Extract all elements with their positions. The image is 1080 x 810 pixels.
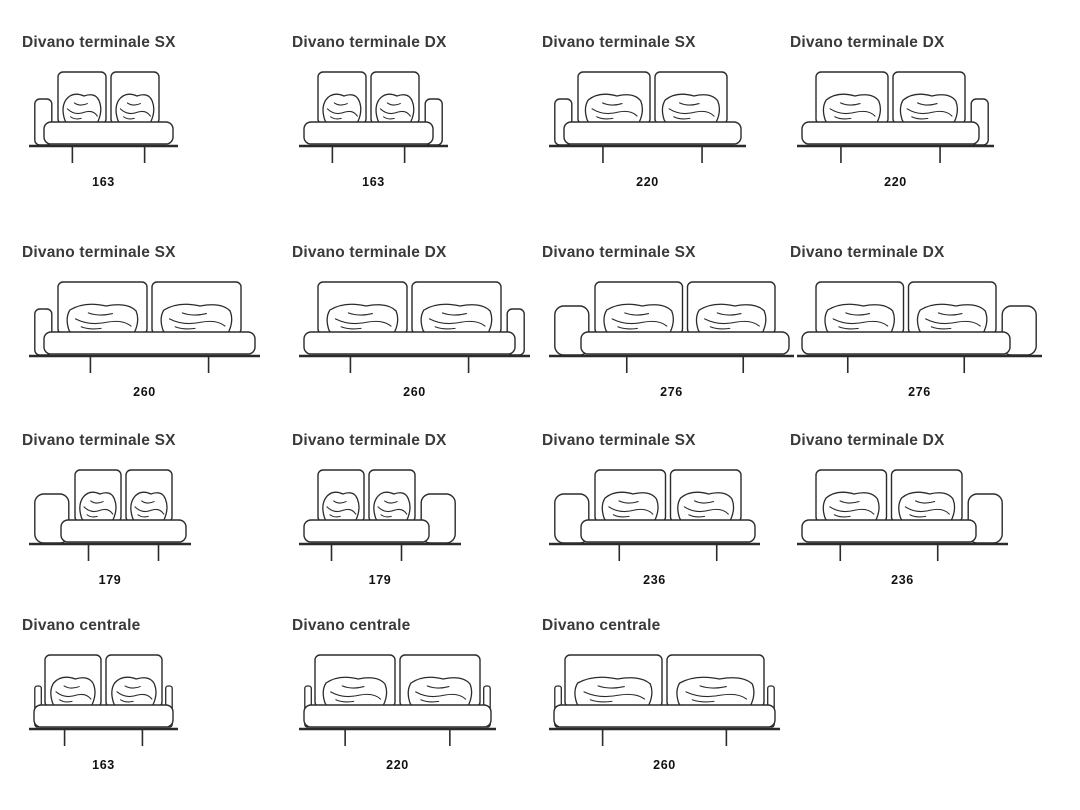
dimension-label: 220 [884,175,907,189]
dimension-label: 276 [908,385,931,399]
dimension-label: 236 [643,573,666,587]
sofa-front-elevation-drawing [29,654,178,746]
dimension-label: 236 [891,573,914,587]
sofa-front-elevation-drawing [797,469,1008,561]
variant-title: Divano centrale [22,617,141,634]
sofa-front-elevation-drawing [299,654,496,746]
variant-title: Divano terminale DX [292,34,447,51]
dimension-label: 276 [660,385,683,399]
variant-title: Divano terminale SX [542,244,696,261]
sofa-variant-card: Divano centrale 260 [542,617,790,804]
variant-title: Divano centrale [292,617,411,634]
sofa-drawing: 276 [548,276,795,399]
sofa-front-elevation-drawing [29,281,260,373]
dimension-label: 220 [636,175,659,189]
variant-title: Divano terminale DX [790,244,945,261]
sofa-drawing: 260 [298,276,531,399]
sofa-variant-card: Divano terminale SX 163 [22,34,292,244]
sofa-drawing: 163 [28,66,179,189]
dimension-label: 260 [403,385,426,399]
sofa-front-elevation-drawing [29,71,178,163]
dimension-label: 220 [386,758,409,772]
sofa-drawing: 220 [298,649,497,772]
variant-title: Divano terminale SX [22,432,176,449]
variant-title: Divano terminale SX [22,244,176,261]
sofa-drawing: 220 [548,66,747,189]
sofa-variant-card: Divano terminale DX 276 [790,244,1080,432]
sofa-variant-card: Divano terminale SX 179 [22,432,292,617]
sofa-variant-card: Divano terminale DX 179 [292,432,542,617]
variant-title: Divano centrale [542,617,661,634]
sofa-variant-card: Divano terminale SX 260 [22,244,292,432]
dimension-label: 163 [92,175,115,189]
sofa-drawing: 260 [28,276,261,399]
sofa-front-elevation-drawing [29,469,191,561]
sofa-front-elevation-drawing [549,281,794,373]
variant-title: Divano terminale DX [292,432,447,449]
sofa-front-elevation-drawing [797,281,1042,373]
sofa-front-elevation-drawing [797,71,994,163]
sofa-front-elevation-drawing [299,469,461,561]
sofa-front-elevation-drawing [299,71,448,163]
sofa-front-elevation-drawing [549,71,746,163]
dimension-label: 179 [368,573,392,587]
sofa-front-elevation-drawing [549,654,780,746]
sofa-drawing: 276 [796,276,1043,399]
sofa-variant-card: Divano terminale SX 236 [542,432,790,617]
sofa-variant-card: Divano centrale 220 [292,617,542,804]
sofa-front-elevation-drawing [549,469,760,561]
sofa-drawing: 163 [28,649,179,772]
variant-title: Divano terminale DX [790,432,945,449]
sofa-variant-card: Divano terminale SX 276 [542,244,794,432]
sofa-variant-card: Divano terminale DX 236 [790,432,1080,617]
sofa-variant-card: Divano centrale 163 [22,617,292,804]
dimension-label: 179 [98,573,122,587]
variant-title: Divano terminale DX [790,34,945,51]
variant-title: Divano terminale SX [542,432,696,449]
sofa-front-elevation-drawing [299,281,530,373]
variant-title: Divano terminale SX [22,34,176,51]
sofa-drawing: 163 [298,66,449,189]
sofa-variant-card: Divano terminale DX 163 [292,34,542,244]
dimension-label: 260 [653,758,676,772]
variant-title: Divano terminale SX [542,34,696,51]
sofa-drawing: 236 [548,464,761,587]
sofa-variant-card: Divano terminale SX 220 [542,34,790,244]
variant-title: Divano terminale DX [292,244,447,261]
sofa-drawing: 179 [28,464,192,587]
sofa-variant-card: Divano terminale DX 260 [292,244,542,432]
dimension-label: 260 [133,385,156,399]
sofa-drawing: 236 [796,464,1009,587]
sofa-drawing: 179 [298,464,462,587]
sofa-drawing: 260 [548,649,781,772]
dimension-label: 163 [92,758,115,772]
dimension-label: 163 [362,175,385,189]
sofa-drawing: 220 [796,66,995,189]
sofa-variant-card: Divano terminale DX 220 [790,34,1080,244]
